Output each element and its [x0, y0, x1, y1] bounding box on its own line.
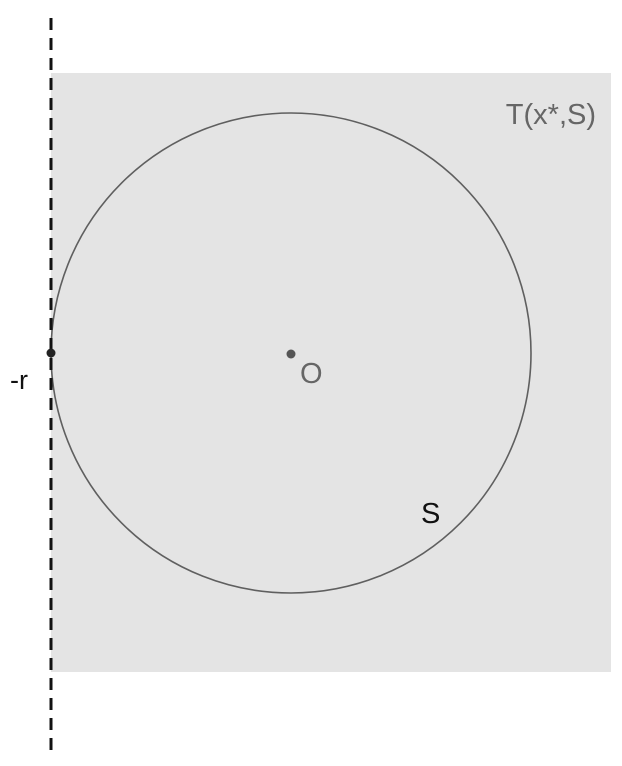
set-label: S — [421, 498, 440, 530]
center-label: O — [300, 358, 323, 390]
boundary-point-label: -r — [10, 365, 28, 395]
boundary-point — [46, 348, 56, 358]
tangent-cone-region — [51, 73, 611, 672]
center-point — [286, 349, 296, 359]
region-label: T(x*,S) — [506, 99, 596, 131]
